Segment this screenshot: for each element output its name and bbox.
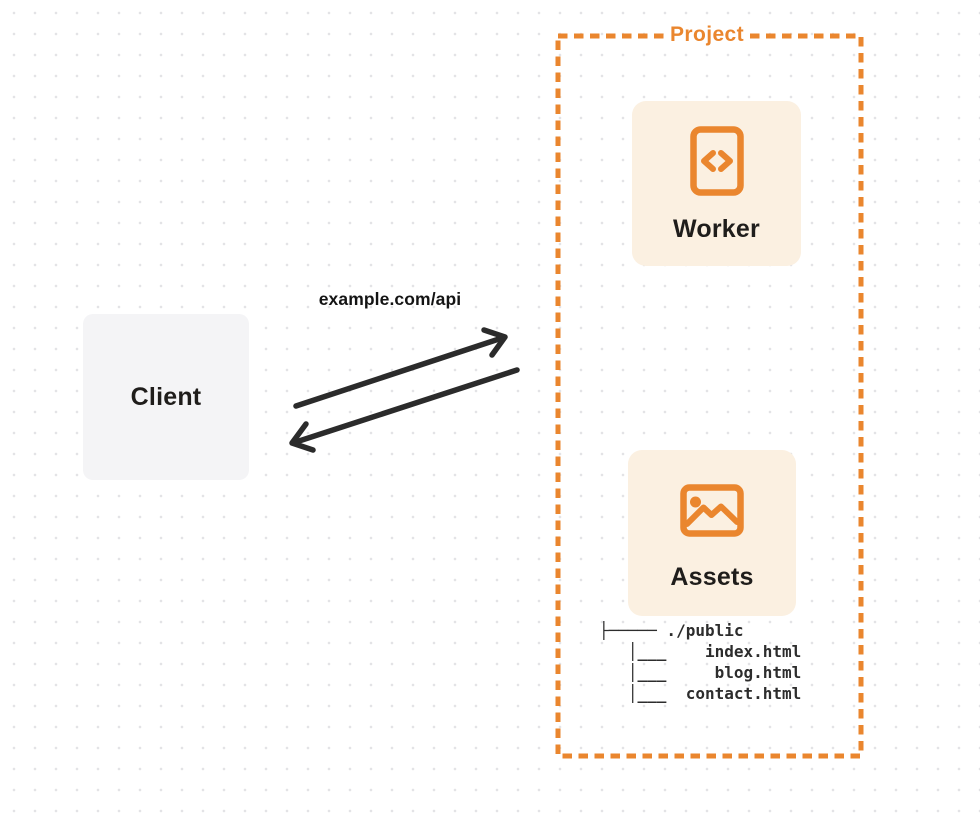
assets-label: Assets [670,563,754,591]
request-arrow-shaft [293,335,505,409]
request-arrowhead-icon [481,327,508,358]
file-tree-item: │___ contact.html [599,684,802,703]
request-url-label: example.com/api [318,289,462,309]
worker-node: Worker [632,101,801,266]
client-label: Client [130,382,202,411]
client-node: Client [83,314,249,480]
file-tree-root: ├───── ./public [599,621,744,640]
image-icon [680,484,744,537]
code-icon [689,126,744,196]
project-label: Project [664,22,750,48]
file-tree-item: │___ blog.html [599,663,802,682]
response-arrow-shaft [293,367,520,445]
worker-label: Worker [673,215,760,243]
assets-node: Assets [628,450,796,616]
file-tree-item: │___ index.html [599,642,802,661]
file-tree: ├───── ./public │___ index.html │___ blo… [599,620,801,704]
response-arrowhead-icon [289,421,316,453]
